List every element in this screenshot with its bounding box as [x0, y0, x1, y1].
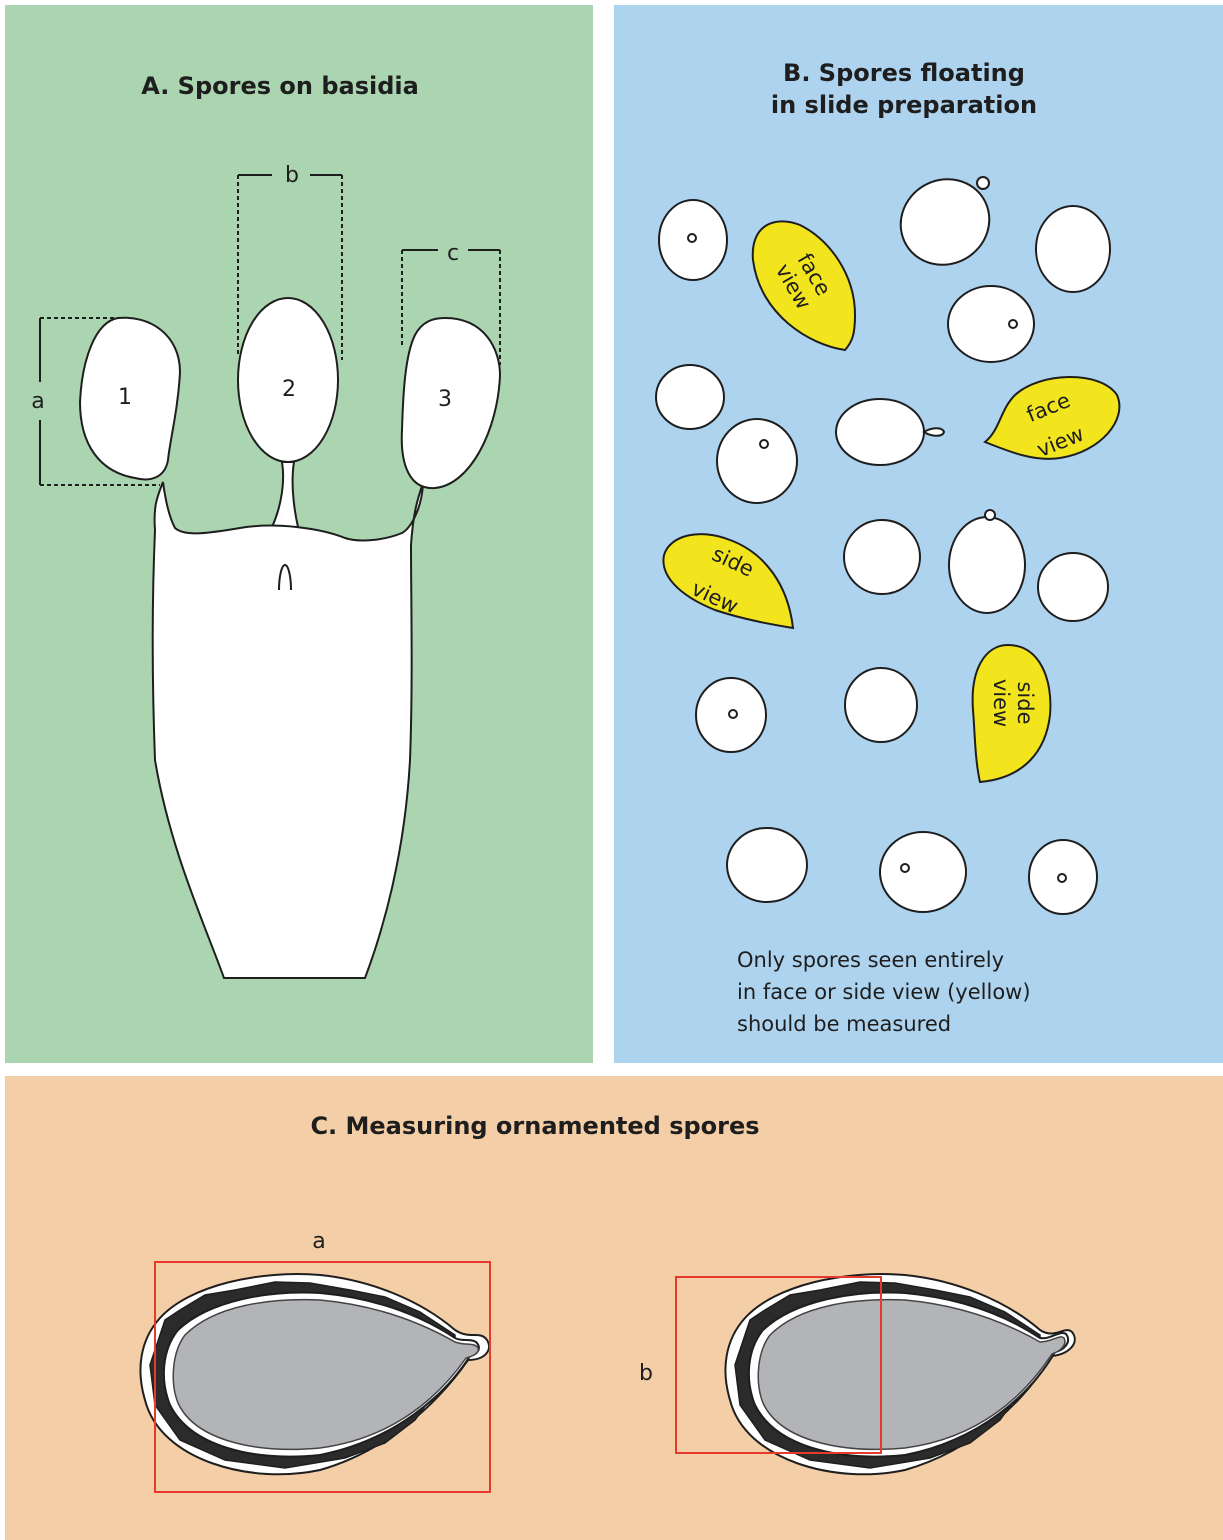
- spore-apiculus: [924, 428, 944, 436]
- spore-apiculus-dot: [688, 234, 696, 242]
- spore-round: [717, 419, 797, 503]
- spore-round: [845, 668, 917, 742]
- side-view-label-2-line2: view: [989, 679, 1013, 727]
- spore-apiculus: [985, 510, 995, 520]
- side-view-label-2-line1: side: [1013, 681, 1037, 724]
- measure-label-b: b: [639, 1361, 653, 1386]
- spore-round: [880, 832, 966, 912]
- spore-apiculus-dot: [901, 864, 909, 872]
- dimension-label-b: b: [285, 163, 299, 188]
- spore-apiculus: [977, 177, 989, 189]
- ornamented-spore-b: [725, 1274, 1074, 1474]
- spore-apiculus-dot: [1009, 320, 1017, 328]
- sterigma-2: [272, 462, 298, 527]
- spore-apiculus-dot: [729, 710, 737, 718]
- measure-label-a: a: [312, 1229, 325, 1254]
- dimension-label-c: c: [447, 241, 459, 266]
- spore-oval: [948, 286, 1034, 362]
- spore-oval: [949, 517, 1025, 613]
- basidium-body: [153, 482, 423, 978]
- spore-round: [1038, 553, 1108, 621]
- spore-round: [727, 828, 807, 902]
- spore-number-1: 1: [118, 385, 132, 410]
- dimension-label-a: a: [31, 389, 44, 414]
- spore-apiculus-dot: [1058, 874, 1066, 882]
- ornamented-spore-a: [140, 1274, 489, 1474]
- spore-number-2: 2: [282, 377, 296, 402]
- spore-round: [844, 520, 920, 594]
- spore-number-3: 3: [438, 387, 452, 412]
- spore-round: [656, 365, 724, 429]
- spore-apiculus-dot: [760, 440, 768, 448]
- spore-oval: [1036, 206, 1110, 292]
- spore-oval: [836, 399, 924, 465]
